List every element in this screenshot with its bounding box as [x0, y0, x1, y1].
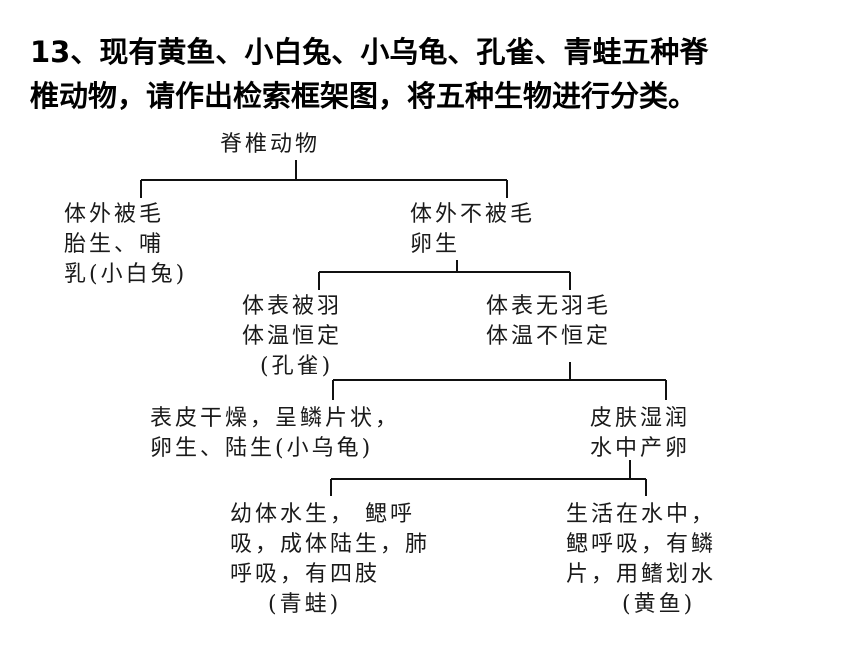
node-fish-line-4: (黄鱼)	[622, 592, 696, 617]
node-scales-line-1: 表皮干燥，呈鳞片状，	[150, 406, 401, 431]
node-hair-line-2: 胎生、哺	[64, 232, 165, 257]
node-moist-line-1: 皮肤湿润	[590, 406, 691, 431]
node-fish: 生活在水中， 鳃呼吸，有鳞 片，用鳍划水 (黄鱼)	[566, 500, 716, 620]
node-feathers-line-3: (孔雀)	[260, 354, 334, 379]
node-no-hair: 体外不被毛 卵生	[410, 200, 535, 260]
node-moist-skin: 皮肤湿润 水中产卵	[590, 404, 690, 464]
node-vertebrates-text: 脊椎动物	[220, 132, 321, 157]
node-moist-line-2: 水中产卵	[590, 436, 691, 461]
node-no-feathers-line-2: 体温不恒定	[486, 324, 612, 349]
node-no-hair-line-2: 卵生	[410, 232, 461, 257]
node-fish-line-3: 片，用鳍划水	[566, 562, 717, 587]
node-no-hair-line-1: 体外不被毛	[410, 202, 536, 227]
node-scales-reptile: 表皮干燥，呈鳞片状， 卵生、陆生(小乌龟)	[150, 404, 400, 464]
node-frog-line-4: (青蛙)	[268, 592, 342, 617]
node-frog-line-1: 幼体水生， 鳃呼	[230, 502, 415, 527]
node-hair-line-1: 体外被毛	[64, 202, 165, 227]
node-feathers-line-2: 体温恒定	[242, 324, 343, 349]
node-fish-line-2: 鳃呼吸，有鳞	[566, 532, 717, 557]
node-no-feathers-line-1: 体表无羽毛	[486, 294, 612, 319]
node-no-feathers: 体表无羽毛 体温不恒定	[486, 292, 611, 352]
node-vertebrates: 脊椎动物	[220, 130, 320, 160]
node-feathers-line-1: 体表被羽	[242, 294, 343, 319]
question-title-line-2: 椎动物，请作出检索框架图，将五种生物进行分类。	[30, 79, 698, 113]
question-title-line-1: 13、现有黄鱼、小白兔、小乌龟、孔雀、青蛙五种脊	[30, 35, 709, 69]
node-scales-line-2: 卵生、陆生(小乌龟)	[150, 436, 374, 461]
node-hair-line-3: 乳(小白兔)	[64, 262, 188, 287]
node-frog-amphibian: 幼体水生， 鳃呼 吸，成体陆生，肺 呼吸，有四肢 (青蛙)	[230, 500, 430, 620]
question-title: 13、现有黄鱼、小白兔、小乌龟、孔雀、青蛙五种脊 椎动物，请作出检索框架图，将五…	[30, 30, 830, 118]
node-fish-line-1: 生活在水中，	[566, 502, 717, 527]
node-frog-line-3: 呼吸，有四肢	[230, 562, 381, 587]
node-frog-line-2: 吸，成体陆生，肺	[230, 532, 431, 557]
node-hair-mammal: 体外被毛 胎生、哺 乳(小白兔)	[64, 200, 187, 290]
node-feathers-bird: 体表被羽 体温恒定 (孔雀)	[242, 292, 342, 382]
